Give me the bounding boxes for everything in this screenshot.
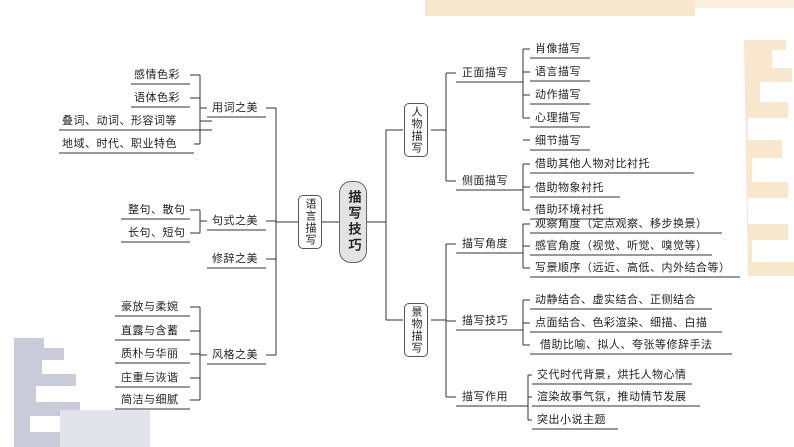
right-branch-renwu: 人物描写 [404,103,428,157]
right-item: 借助比喻、拟人、夸张等修辞手法 [540,338,713,351]
left-item: 质朴与华丽 [121,347,179,360]
left-item: 庄重与诙谐 [121,371,179,384]
right-item: 动静结合、虚实结合、正侧结合 [535,293,696,306]
right-group-cemian: 侧面描写 [462,174,508,187]
right-calligraphy-decor [744,40,794,276]
underline-jiaodu [530,232,740,278]
connector-left-root [266,107,298,356]
right-item: 语言描写 [535,65,581,78]
connector-cemian [518,164,530,211]
underline-jiqiao [530,308,732,355]
right-item: 点面结合、色彩渲染、细描、白描 [535,316,708,329]
left-item: 直露与含蓄 [121,324,179,337]
left-item: 长句、短句 [128,226,186,239]
underline-cemian [530,172,694,220]
underline-zhengmian [530,57,590,151]
right-group-jiaodu: 描写角度 [462,237,508,250]
left-item: 豪放与柔婉 [121,300,179,313]
right-item: 细节描写 [535,134,581,147]
right-item: 借助其他人物对比衬托 [535,157,650,170]
right-item: 借助物象衬托 [535,181,604,194]
left-item: 叠词、动词、形容词等 [62,114,177,127]
right-item: 借助环境衬托 [535,203,604,216]
underline-renwu [456,81,518,191]
top-decor-band [425,0,695,16]
right-item: 渲染故事气氛，推动情节发展 [537,390,687,403]
connector-renwu [431,72,456,182]
connector-jingwu [431,243,456,398]
left-item: 语体色彩 [134,91,180,104]
right-item: 动作描写 [535,88,581,101]
top-decor-band-light [695,0,794,8]
underline-yongci [59,83,266,154]
connector-jiaodu [518,223,530,269]
right-group-zuoyong: 描写作用 [462,390,508,403]
right-item: 交代时代背景，烘托人物心情 [537,368,687,381]
right-item: 写景顺序（远近、高低、内外结合等） [535,261,731,274]
underline-zuoyong [532,383,700,430]
connector-center-right [367,129,403,321]
left-bottom-seal-decor [14,338,86,447]
center-node-title: 描写技巧 [339,181,367,263]
left-bottom-seal-decor-2 [60,410,150,447]
connector-zuoyong [527,374,532,421]
right-item: 突出小说主题 [537,413,606,426]
left-item: 简洁与细腻 [121,393,179,406]
left-item: 感情色彩 [134,68,180,81]
left-group-yongci: 用词之美 [212,101,258,114]
underline-fengge [115,315,266,410]
underline-jingwu [456,252,528,407]
connector-zhengmian [518,48,530,188]
connector-jiqiao [518,299,530,346]
left-item: 地域、时代、职业特色 [62,137,177,150]
left-group-fengge: 风格之美 [212,348,258,361]
right-branch-jingwu: 景物描写 [404,303,428,357]
right-item: 心理描写 [535,111,581,124]
right-item: 观察角度（定点观察、移步换景） [535,217,708,230]
connector-group-jushi [190,209,207,234]
underline-jushi [121,218,266,269]
left-group-xiuci: 修辞之美 [212,252,258,265]
left-group-jushi: 句式之美 [212,214,258,227]
connector-group-yongci [190,74,212,145]
left-item: 整句、散句 [128,203,186,216]
left-root-node: 语言描写 [298,195,322,249]
right-group-zhengmian: 正面描写 [462,66,508,79]
connector-group-fengge [190,306,207,401]
right-item: 肖像描写 [535,42,581,55]
right-group-jiqiao: 描写技巧 [462,314,508,327]
right-item: 感官角度（视觉、听觉、嗅觉等） [535,239,708,252]
